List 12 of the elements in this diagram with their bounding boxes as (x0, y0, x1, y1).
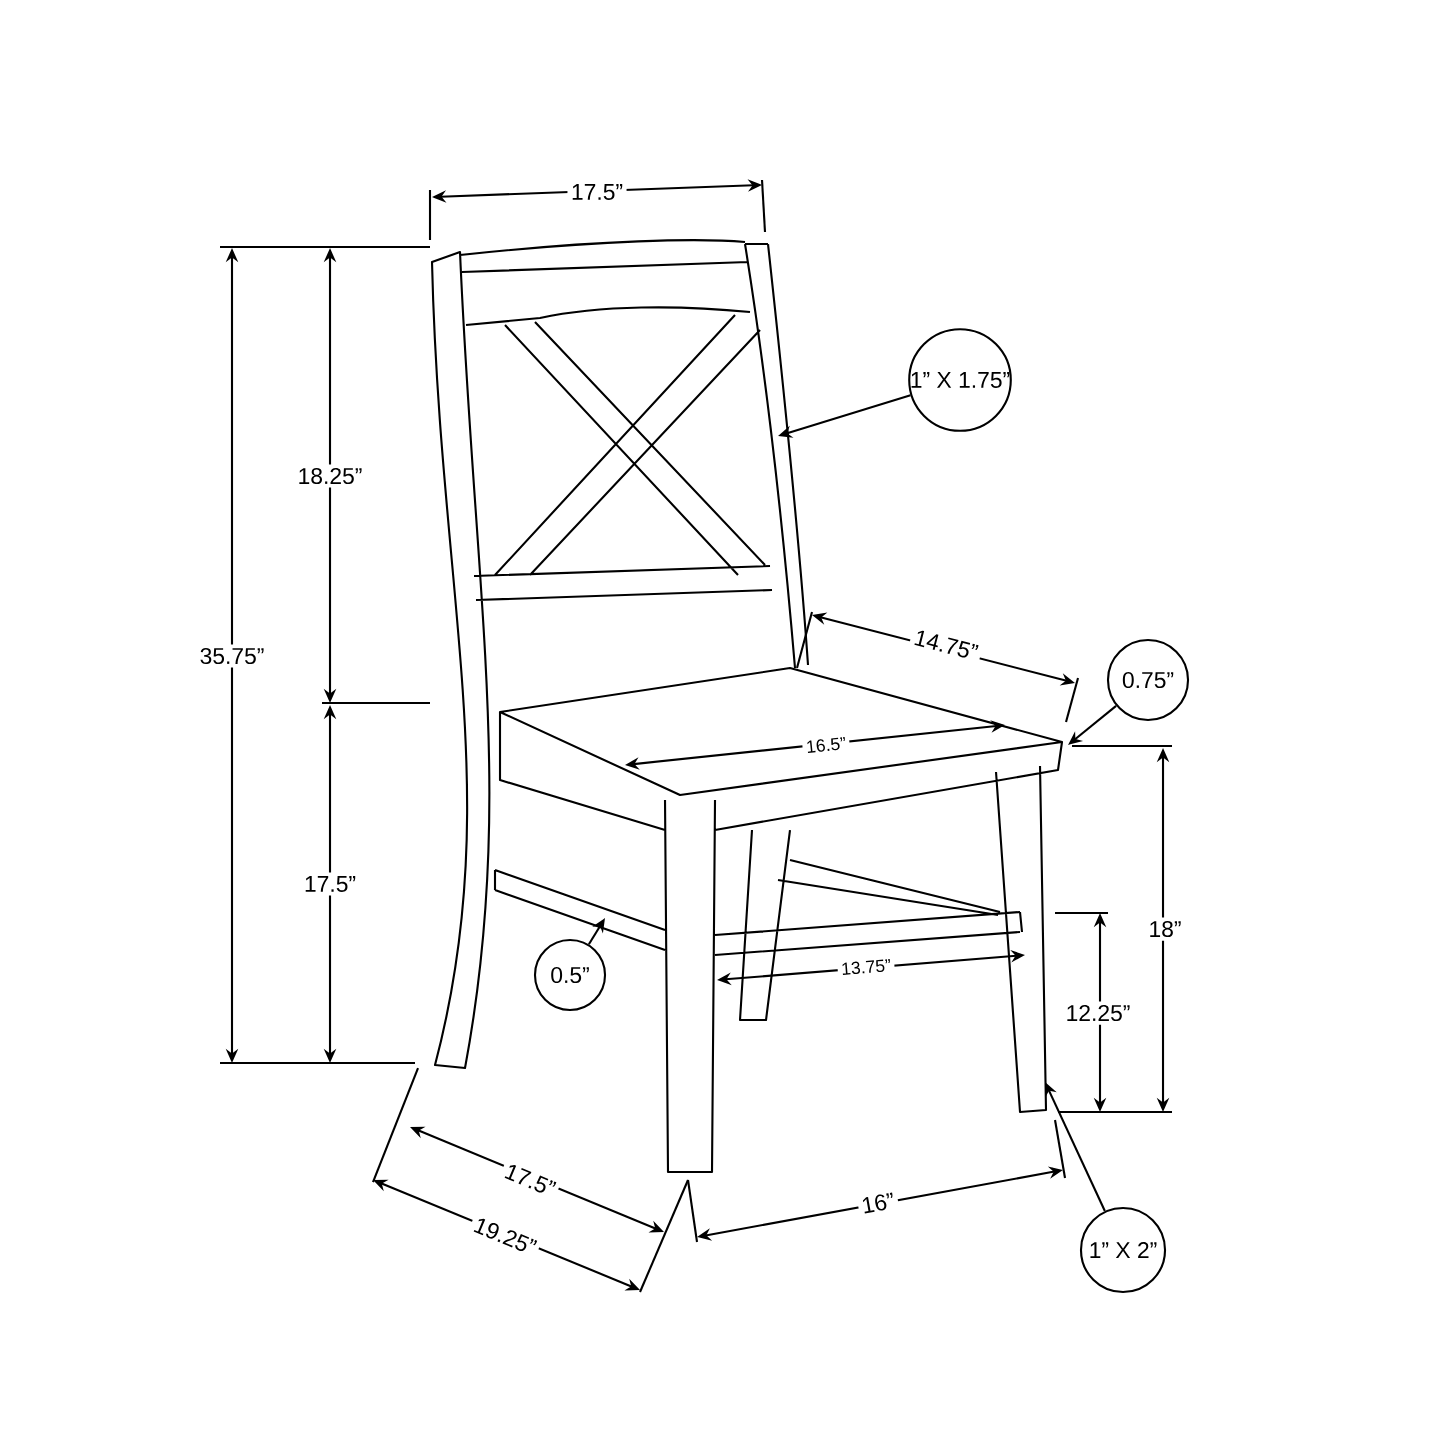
dimension-label: 18” (1145, 917, 1186, 941)
dimension-label: 13.75” (836, 955, 896, 979)
dimension-label: 18.25” (294, 464, 366, 488)
dimension-label: 17.5” (498, 1158, 562, 1202)
dimension-label: 16.5” (801, 732, 851, 758)
dimension-label: 17.5” (300, 872, 360, 896)
dimension-label: 16” (856, 1188, 900, 1219)
dimension-label: 19.25” (467, 1211, 543, 1261)
dimension-label: 17.5” (567, 180, 627, 204)
dimension-label: 14.75” (908, 624, 984, 666)
dimension-label: 35.75” (196, 644, 268, 668)
dimension-label: 12.25” (1062, 1001, 1134, 1025)
